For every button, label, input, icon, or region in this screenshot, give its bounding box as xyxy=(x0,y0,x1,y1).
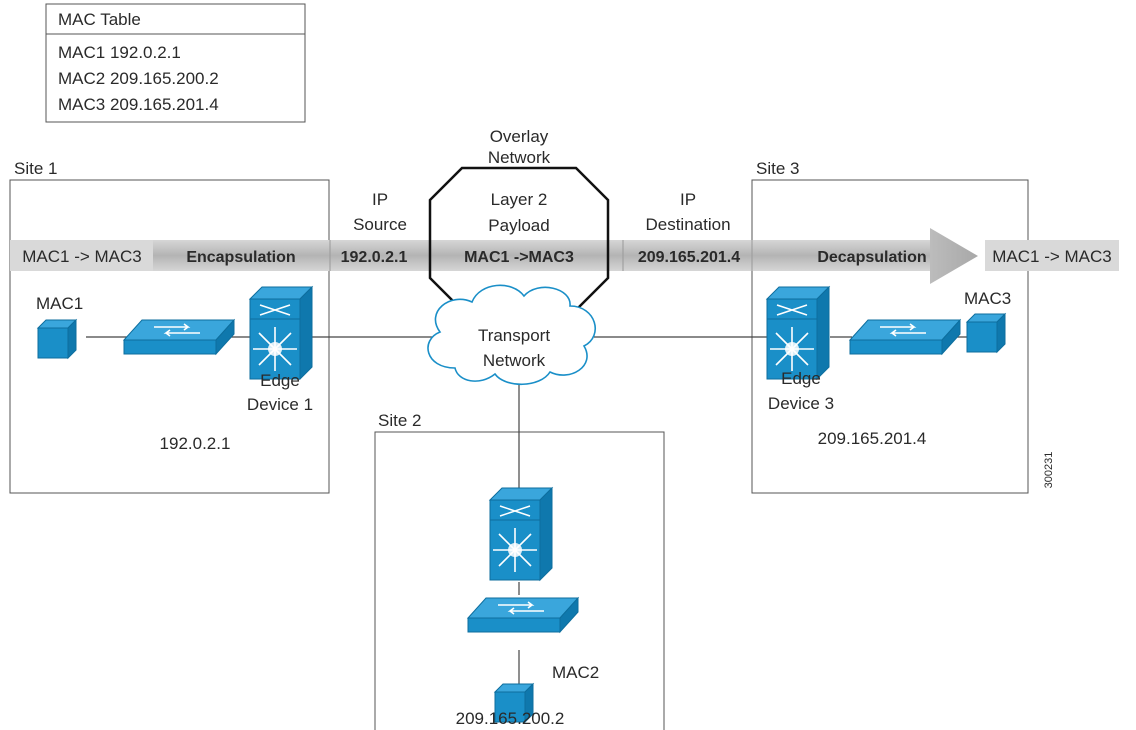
site-1-ip: 192.0.2.1 xyxy=(160,434,231,453)
edge-device-3-label-line2: Device 3 xyxy=(768,394,834,413)
switch-site3-icon xyxy=(849,319,961,355)
payload-label-line2: Payload xyxy=(488,216,549,235)
edge-device-1-label-line2: Device 1 xyxy=(247,395,313,414)
frame-right: MAC1 -> MAC3 xyxy=(992,247,1112,266)
edge-device-1-label-line1: Edge xyxy=(260,371,300,390)
packet-band xyxy=(10,228,1119,284)
payload-field: MAC1 ->MAC3 xyxy=(464,249,574,266)
mac-table-title: MAC Table xyxy=(58,10,141,29)
switch-site2-icon xyxy=(467,597,579,633)
site-2-ip: 209.165.200.2 xyxy=(456,709,565,728)
encapsulation-label: Encapsulation xyxy=(186,249,295,266)
host-mac1-label: MAC1 xyxy=(36,294,83,313)
decapsulation-label: Decapsulation xyxy=(817,249,926,266)
overlay-label-line1: Overlay xyxy=(490,127,549,146)
ip-dest-label-line1: IP xyxy=(680,190,696,209)
transport-label-line1: Transport xyxy=(478,326,550,345)
site-1-label: Site 1 xyxy=(14,159,57,178)
flow-arrowhead xyxy=(930,228,978,284)
mac-table-row: MAC1 192.0.2.1 xyxy=(58,43,181,62)
overlay-label-line2: Network xyxy=(488,148,551,167)
ip-dest-label-line2: Destination xyxy=(645,215,730,234)
edge-device-3-icon xyxy=(766,286,830,380)
site-3-label: Site 3 xyxy=(756,159,799,178)
host-mac2-label: MAC2 xyxy=(552,663,599,682)
host-mac3-icon xyxy=(966,313,1006,353)
site-2-label: Site 2 xyxy=(378,411,421,430)
host-mac3-label: MAC3 xyxy=(964,289,1011,308)
source-ip-field: 192.0.2.1 xyxy=(341,249,408,266)
transport-label-line2: Network xyxy=(483,351,546,370)
frame-left: MAC1 -> MAC3 xyxy=(22,247,142,266)
mac-table: MAC Table MAC1 192.0.2.1 MAC2 209.165.20… xyxy=(45,3,306,123)
site-3-ip: 209.165.201.4 xyxy=(818,429,927,448)
ip-source-label-line1: IP xyxy=(372,190,388,209)
edge-device-3-label-line1: Edge xyxy=(781,369,821,388)
ip-source-label-line2: Source xyxy=(353,215,407,234)
mac-table-row: MAC3 209.165.201.4 xyxy=(58,95,219,114)
edge-device-2-icon xyxy=(489,487,553,581)
destination-ip-field: 209.165.201.4 xyxy=(638,249,740,266)
mac-table-row: MAC2 209.165.200.2 xyxy=(58,69,219,88)
host-mac1-icon xyxy=(37,319,77,359)
payload-label-line1: Layer 2 xyxy=(491,190,548,209)
transport-cloud-icon xyxy=(427,284,596,385)
figure-id: 300231 xyxy=(1043,452,1055,489)
switch-site1-icon xyxy=(123,319,235,355)
edge-device-1-icon xyxy=(249,286,313,380)
